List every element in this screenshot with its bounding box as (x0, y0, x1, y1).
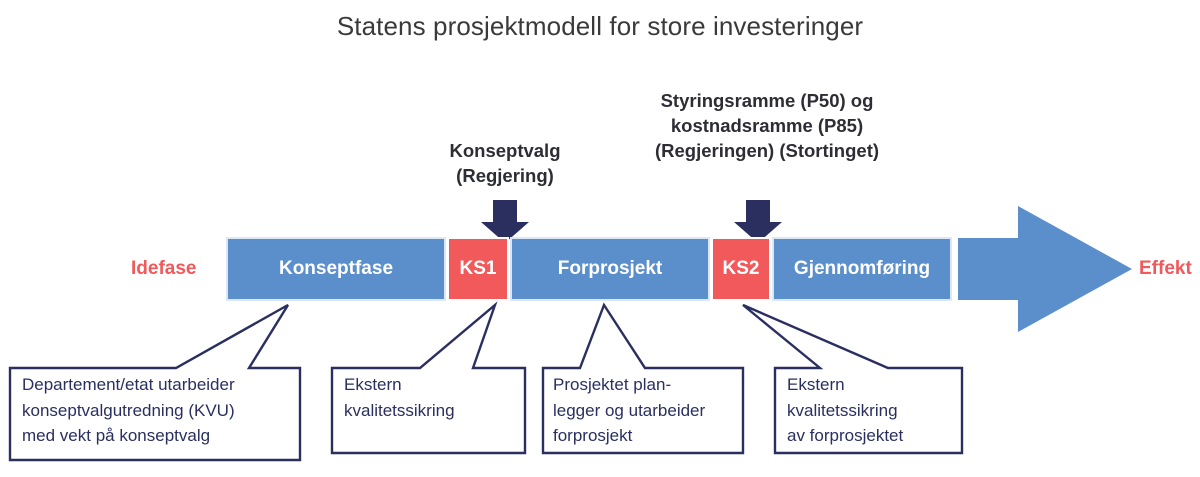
block-forprosjekt (510, 237, 710, 301)
block-konseptfase (226, 237, 446, 301)
block-gjennomforing (772, 237, 952, 301)
callout-shape-kvu (8, 303, 302, 462)
callout-shape-forprosjekt (541, 302, 745, 455)
milestone-label-ks1: Konseptvalg (Regjering) (449, 140, 561, 186)
block-label-konseptfase[interactable]: Konseptfase (278, 258, 394, 279)
block-ks2 (711, 237, 771, 301)
milestone-label-ks2: Styringsramme (P50) og kostnadsramme (P8… (654, 90, 880, 161)
timeline-start-label: Idefase (131, 258, 197, 279)
callout-text-ks2: Ekstern kvalitetssikring av forprosjekte… (787, 375, 904, 445)
timeline-end-label: Effekt (1139, 258, 1192, 279)
effect-arrow (958, 206, 1132, 332)
block-label-forprosjekt[interactable]: Forprosjekt (557, 258, 663, 279)
block-label-gjennomforing[interactable]: Gjennomføring (793, 258, 931, 279)
callout-shape-ks1 (330, 301, 527, 455)
page-title: Statens prosjektmodell for store investe… (336, 11, 864, 41)
callout-shape-ks2 (742, 303, 964, 455)
block-label-ks2[interactable]: KS2 (722, 258, 760, 279)
down-arrow-ks1 (481, 200, 529, 243)
block-ks1 (447, 237, 509, 301)
callout-text-ks1: Ekstern kvalitetssikring (344, 375, 455, 420)
block-label-ks1[interactable]: KS1 (459, 258, 497, 279)
down-arrow-ks2 (734, 200, 782, 243)
callout-text-kvu: Departement/etat utarbeider konseptvalgu… (22, 375, 235, 445)
callout-text-forprosjekt: Prosjektet plan- legger og utarbeider fo… (553, 375, 706, 445)
timeline-blocks (226, 237, 952, 301)
